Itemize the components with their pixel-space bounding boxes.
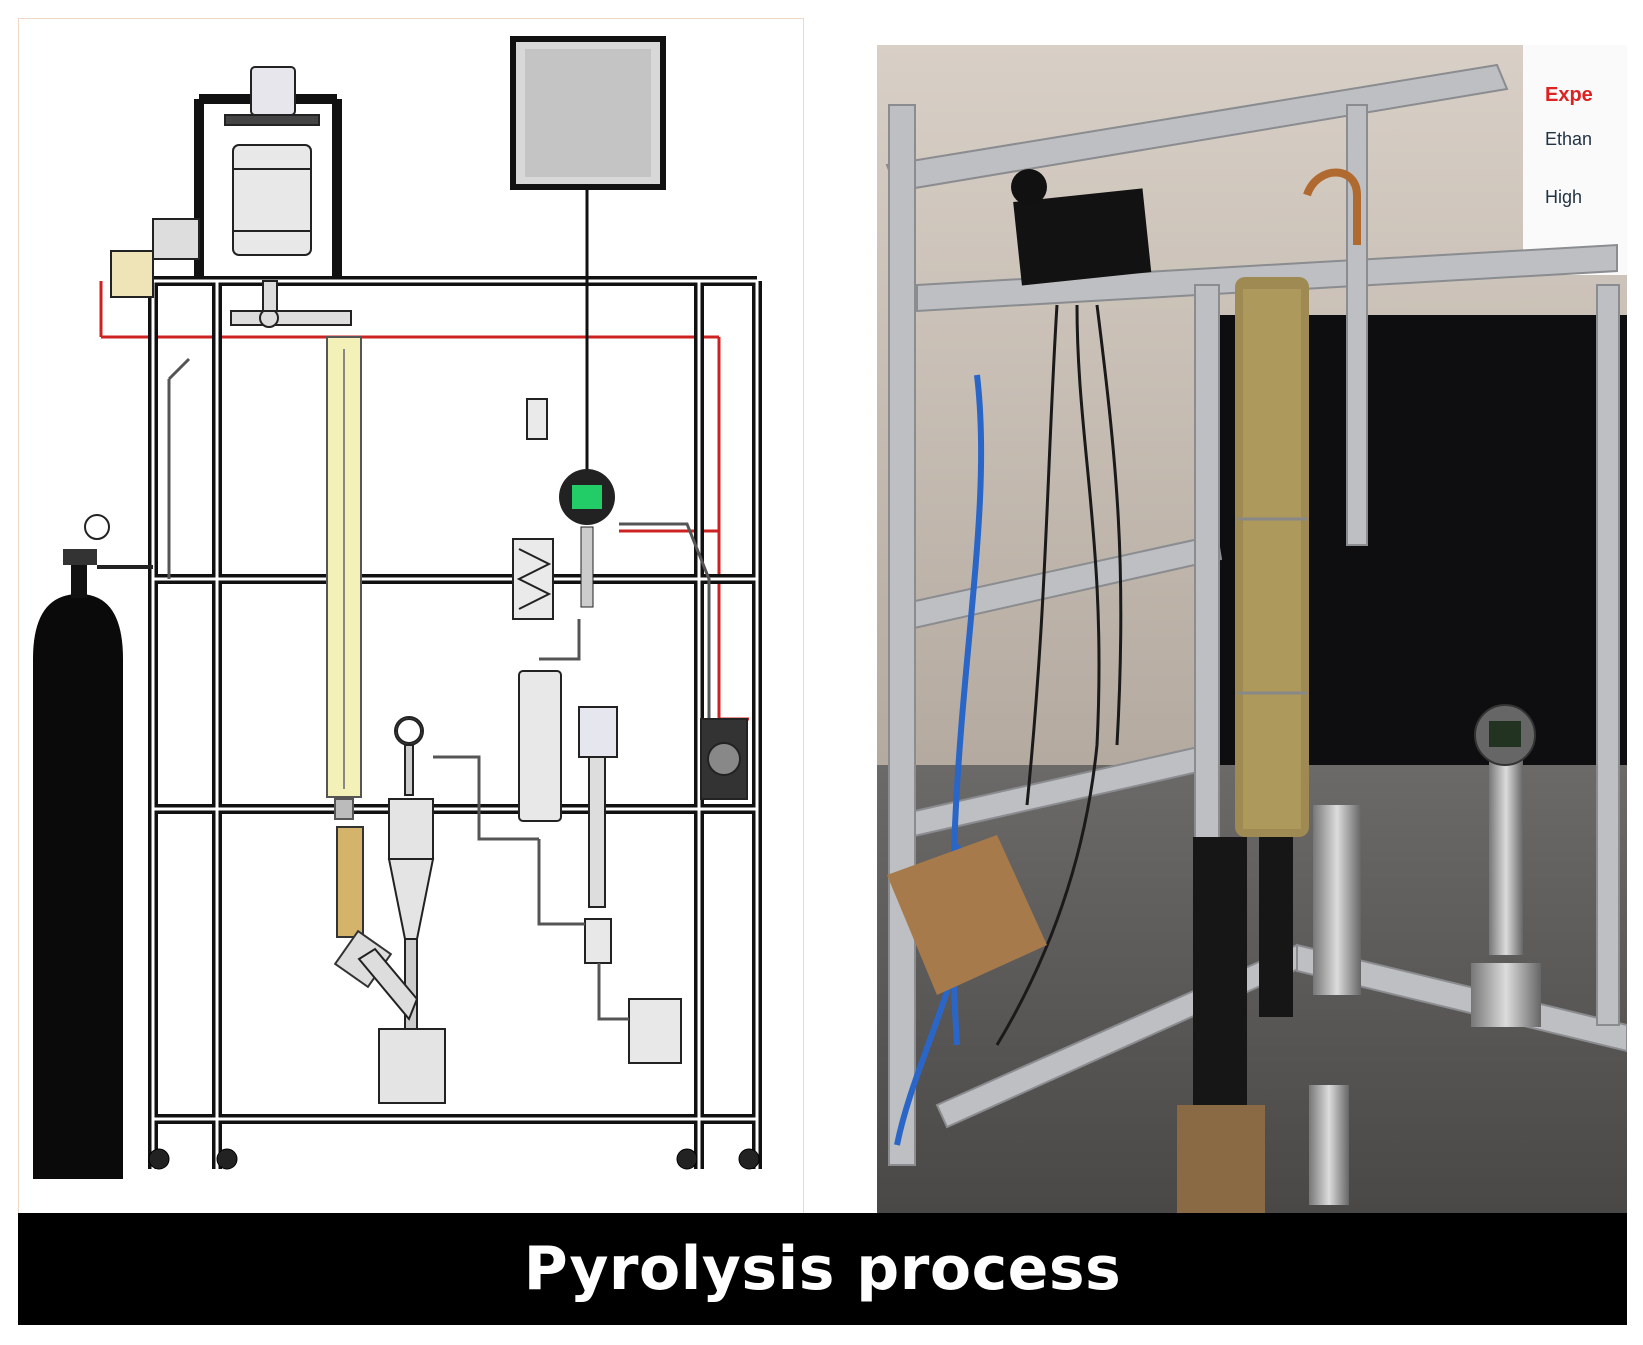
- gas-piping: [167, 357, 711, 1021]
- condenser-coil: [512, 398, 554, 620]
- flow-meter-display: [559, 469, 615, 608]
- sign-heading: Expe: [1545, 84, 1593, 106]
- cyclone-separator: [357, 716, 446, 1104]
- feed-valve-line: [230, 280, 352, 328]
- frame-inner-lines: [151, 279, 759, 1169]
- caster-wheels: [148, 1148, 760, 1170]
- caption-bar: Pyrolysis process: [18, 1213, 1627, 1325]
- insulated-reactor: [1235, 277, 1309, 837]
- liquid-collector: [518, 670, 682, 1064]
- steel-vessels: [1309, 745, 1541, 1205]
- data-logger-box: [510, 36, 666, 489]
- lab-photo-illustration: Expe Ethan High: [877, 45, 1627, 1213]
- flow-meter-head: [1474, 704, 1536, 766]
- lab-photo-panel: Expe Ethan High: [877, 45, 1627, 1213]
- cad-schematic-panel: [18, 18, 804, 1215]
- nitrogen-cylinder: [33, 549, 153, 1179]
- vacuum-pump: [700, 718, 748, 800]
- reactor-tube: [326, 336, 362, 820]
- pressure-gauge-icon: [84, 514, 422, 744]
- solenoid-valve: [110, 218, 200, 298]
- sign-line-1: Ethan: [1545, 129, 1592, 149]
- figure-caption: Pyrolysis process: [523, 1234, 1122, 1304]
- motor-assembly: [224, 66, 320, 256]
- copper-tube: [1303, 168, 1361, 245]
- controller-box: [1011, 169, 1152, 286]
- cardboard-box: [887, 835, 1047, 995]
- sign-line-2: High: [1545, 187, 1582, 207]
- experiment-sign: Expe Ethan High: [1523, 45, 1627, 275]
- sensor-wiring: [995, 304, 1123, 1046]
- cad-schematic-drawing: [33, 36, 762, 1179]
- wrapped-cyclone: [1177, 837, 1293, 1213]
- signal-wires: [99, 281, 749, 721]
